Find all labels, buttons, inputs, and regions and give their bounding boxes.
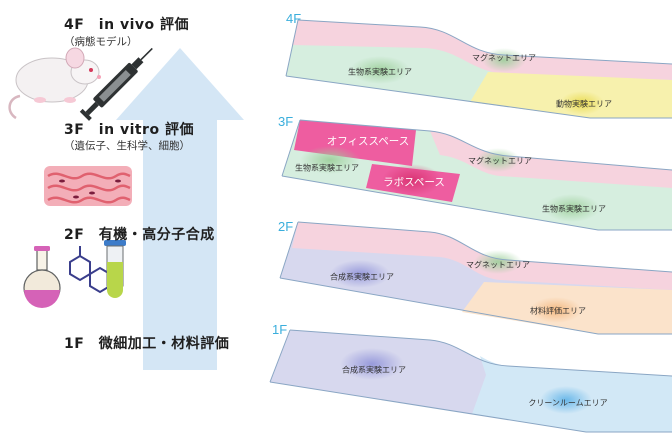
zone-label: ラボスペース [383,176,445,189]
floor-3f-id: 3F [278,114,294,129]
floor-4f-plan [285,19,672,119]
level-4f-subtitle: （病態モデル） [64,36,138,48]
floor-2f-id: 2F [278,219,294,234]
syringe-icon [79,47,153,121]
level-4f-title: 4F in vivo 評価 [64,17,189,33]
zone-label: 合成系実験エリア [342,365,406,375]
zone-label: 動物実験エリア [556,99,612,109]
level-1f-title: 1F 微細加工・材料評価 [64,336,230,352]
floor-1f-id: 1F [272,322,288,337]
level-3f-subtitle: （遺伝子、生科学、細胞） [64,140,190,152]
zone-label: マグネットエリア [472,53,536,63]
floor-4f-id: 4F [286,11,302,26]
zone-label: 材料評価エリア [530,306,586,316]
zone-label: 生物系実験エリア [542,204,606,214]
zone-label: 合成系実験エリア [330,272,394,282]
floor-3f-plan [281,119,672,231]
test-tube-icon [104,240,126,298]
zone-label: マグネットエリア [468,156,532,166]
floor-1f-plan [269,329,672,433]
level-3f-title: 3F in vitro 評価 [64,122,194,138]
cell-tissue-icon [44,166,132,206]
zone-label: クリーンルームエリア [528,398,608,408]
zone-label: 生物系実験エリア [295,163,359,173]
flask-icon [23,246,61,308]
mouse-icon [8,47,101,120]
floor-2f-plan [279,221,672,335]
zone-label: 生物系実験エリア [348,67,412,77]
zone-label: マグネットエリア [466,260,530,270]
zone-label: オフィススペース [326,135,410,148]
level-2f-title: 2F 有機・高分子合成 [64,227,215,243]
progress-arrow [116,48,244,370]
